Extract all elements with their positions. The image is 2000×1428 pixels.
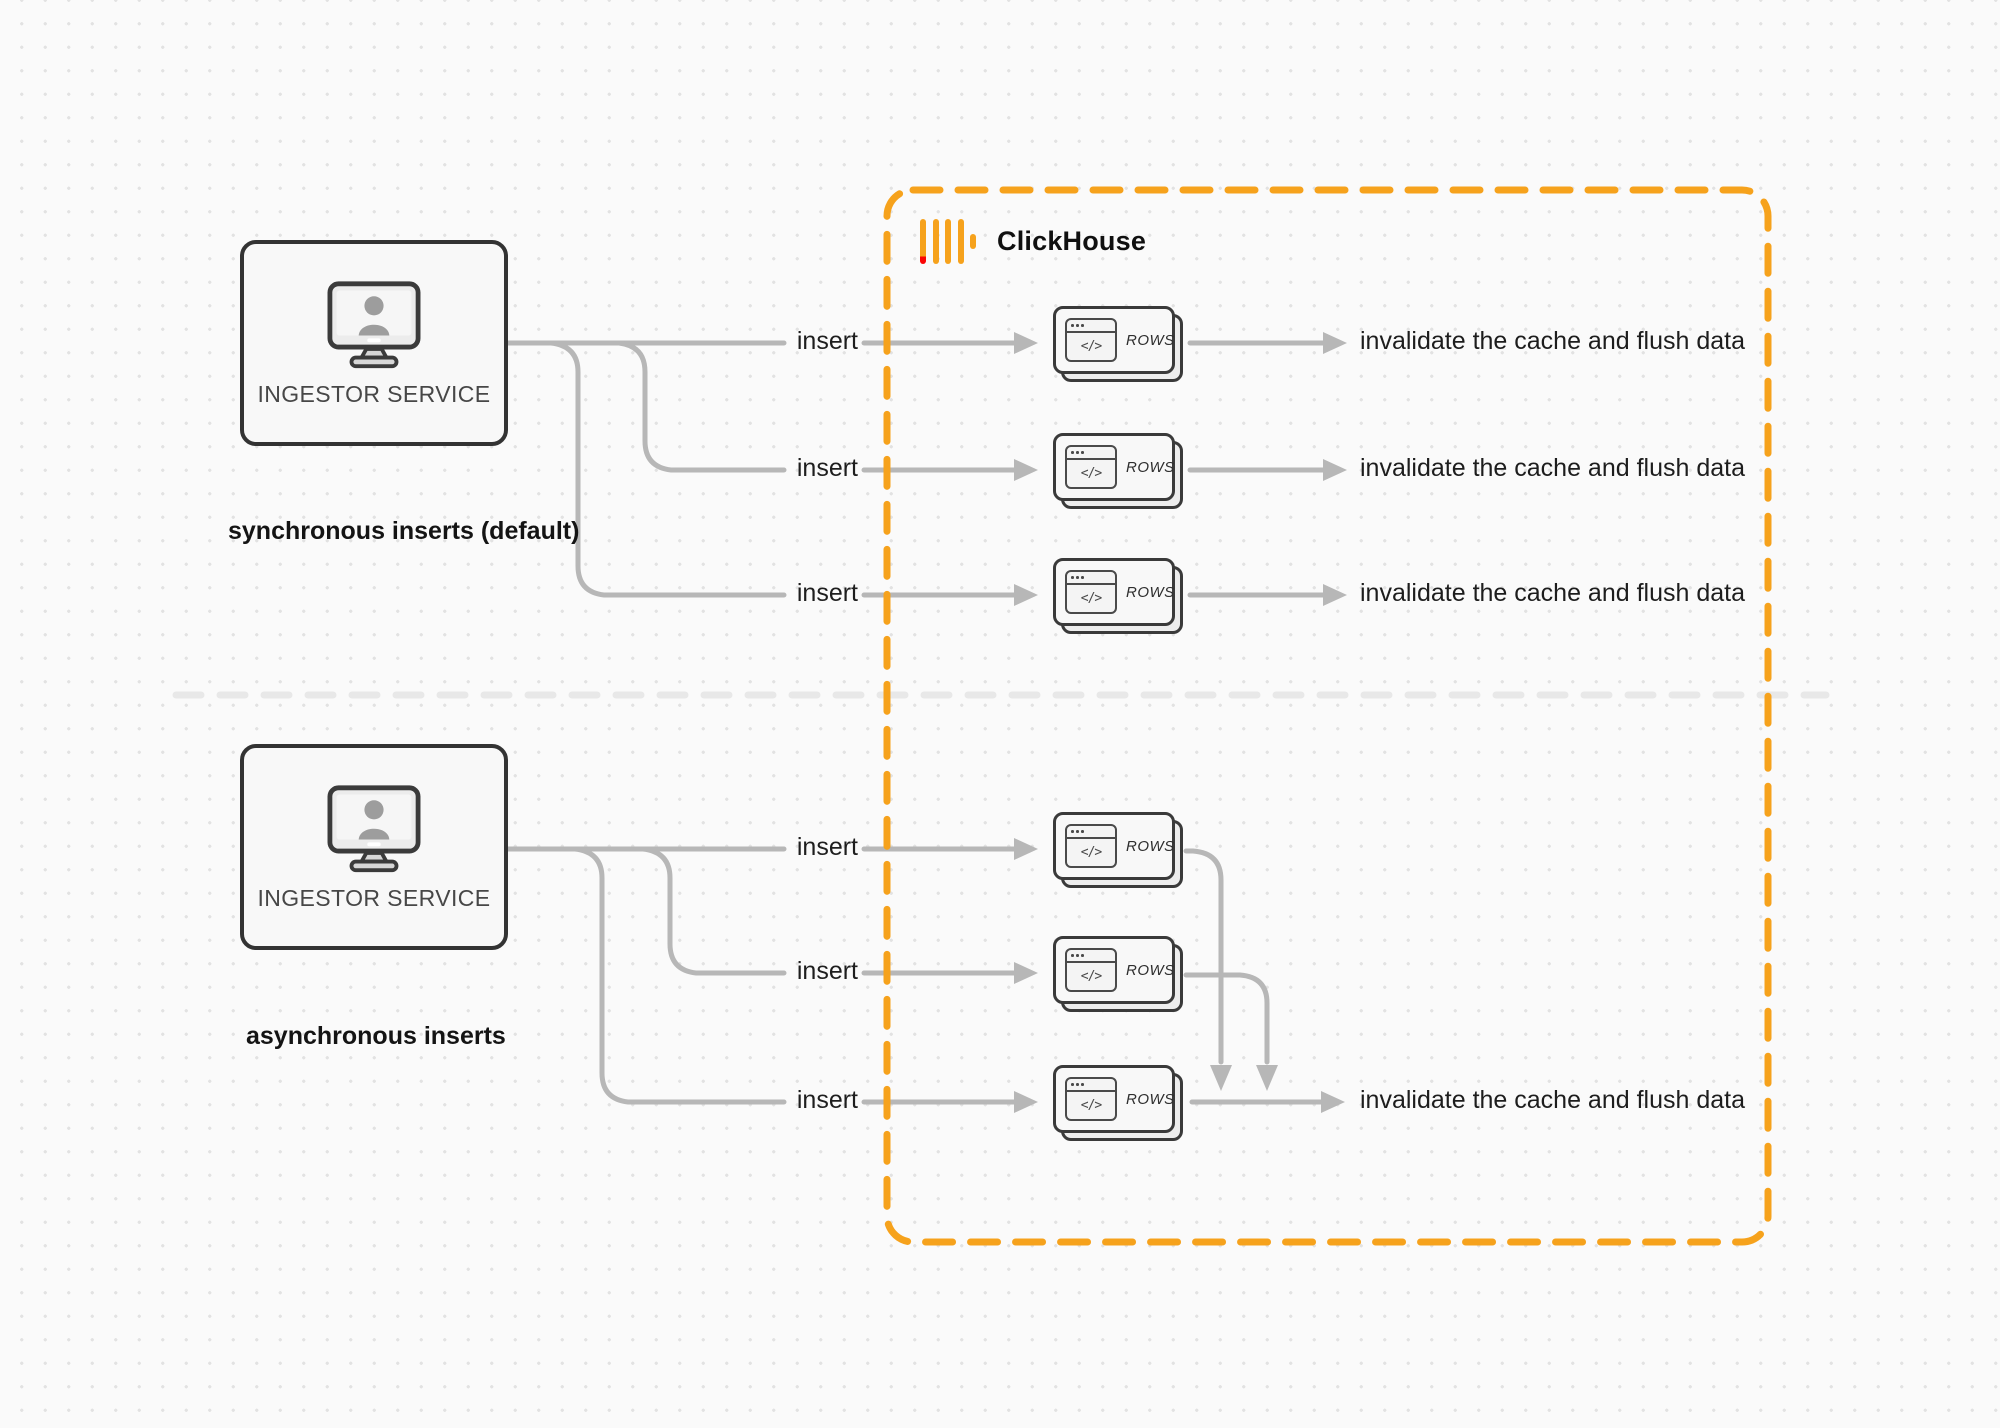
sync-caption: synchronous inserts (default) [228, 517, 580, 545]
rows-label: ROWS [1126, 961, 1175, 979]
code-window-icon: </> [1065, 1077, 1117, 1121]
monitor-user-icon [327, 784, 421, 872]
async-ingestor-label: INGESTOR SERVICE [257, 884, 491, 911]
sync-insert-label-1: insert [796, 327, 858, 355]
code-glyph: </> [1080, 969, 1102, 984]
clickhouse-logo: ClickHouse [920, 218, 1146, 264]
sync-result-label-2: invalidate the cache and flush data [1360, 454, 1745, 482]
sync-result-label-1: invalidate the cache and flush data [1360, 327, 1745, 355]
rows-label: ROWS [1126, 583, 1175, 601]
card-front: </> ROWS [1053, 558, 1175, 626]
async-branch-row2 [640, 846, 787, 976]
clickhouse-bars-icon [920, 218, 976, 264]
code-glyph: </> [1080, 845, 1102, 860]
clickhouse-boundary [883, 186, 1772, 1246]
card-front: </> ROWS [1053, 812, 1175, 880]
async-caption: asynchronous inserts [246, 1022, 506, 1050]
rows-label: ROWS [1126, 331, 1175, 349]
async-insert-label-1: insert [796, 833, 858, 861]
sync-rows-card-2: </> ROWS [1053, 433, 1185, 511]
window-dots-icon [1067, 320, 1115, 333]
async-card1-down [1183, 848, 1224, 1065]
card-front: </> ROWS [1053, 936, 1175, 1004]
sync-insert-label-2: insert [796, 454, 858, 482]
sync-branch-row3 [548, 340, 787, 598]
async-insert-label-3: insert [796, 1086, 858, 1114]
sync-ingestor-service-box: INGESTOR SERVICE [240, 240, 508, 446]
window-dots-icon [1067, 447, 1115, 460]
window-dots-icon [1067, 826, 1115, 839]
sync-rows-card-1: </> ROWS [1053, 306, 1185, 384]
async-ingestor-service-box: INGESTOR SERVICE [240, 744, 508, 950]
code-window-icon: </> [1065, 318, 1117, 362]
code-window-icon: </> [1065, 570, 1117, 614]
window-dots-icon [1067, 1079, 1115, 1092]
sync-insert-label-3: insert [796, 579, 858, 607]
monitor-user-icon [327, 280, 421, 368]
sync-ingestor-label: INGESTOR SERVICE [257, 380, 491, 407]
code-window-icon: </> [1065, 824, 1117, 868]
code-window-icon: </> [1065, 445, 1117, 489]
async-branch-row3 [572, 846, 787, 1105]
sync-result-label-3: invalidate the cache and flush data [1360, 579, 1745, 607]
card-front: </> ROWS [1053, 306, 1175, 374]
async-result-label: invalidate the cache and flush data [1360, 1086, 1745, 1114]
clickhouse-brand-label: ClickHouse [997, 225, 1147, 256]
window-dots-icon [1067, 950, 1115, 963]
async-card2-down [1183, 972, 1270, 1065]
card-front: </> ROWS [1053, 433, 1175, 501]
code-window-icon: </> [1065, 948, 1117, 992]
async-rows-card-1: </> ROWS [1053, 812, 1185, 890]
sync-rows-card-3: </> ROWS [1053, 558, 1185, 636]
code-glyph: </> [1080, 591, 1102, 606]
window-dots-icon [1067, 572, 1115, 585]
rows-label: ROWS [1126, 1090, 1175, 1108]
rows-label: ROWS [1126, 458, 1175, 476]
card-front: </> ROWS [1053, 1065, 1175, 1133]
code-glyph: </> [1080, 1098, 1102, 1113]
async-insert-label-2: insert [796, 957, 858, 985]
code-glyph: </> [1080, 466, 1102, 481]
async-rows-card-3: </> ROWS [1053, 1065, 1185, 1143]
sync-branch-row2 [616, 340, 787, 473]
rows-label: ROWS [1126, 837, 1175, 855]
code-glyph: </> [1080, 339, 1102, 354]
async-rows-card-2: </> ROWS [1053, 936, 1185, 1014]
